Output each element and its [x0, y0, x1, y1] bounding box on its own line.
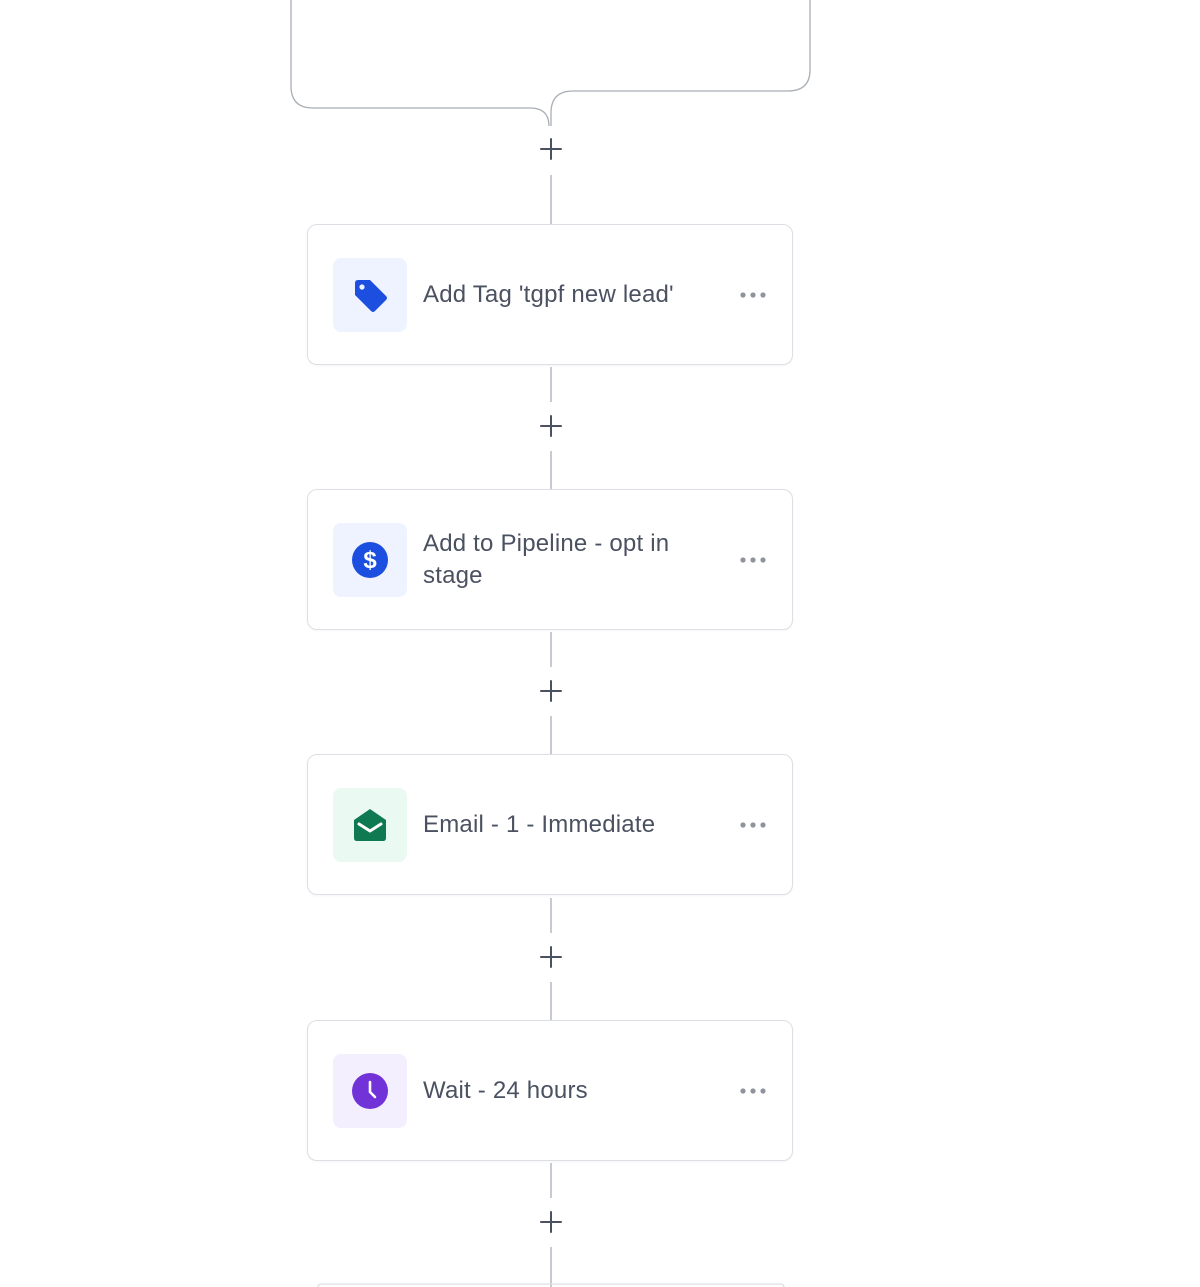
svg-text:$: $ — [363, 547, 377, 574]
step-icon-tile: $ — [333, 523, 407, 597]
step-label: Email - 1 - Immediate — [423, 810, 656, 838]
add-action-button[interactable] — [535, 410, 567, 442]
next-node-edge — [317, 1283, 785, 1287]
more-options-button[interactable] — [737, 813, 769, 837]
workflow-step-add-tag[interactable]: Add Tag 'tgpf new lead' — [307, 224, 793, 365]
dollar-icon: $ — [352, 542, 388, 578]
step-label: Add to Pipeline - opt in stage — [423, 529, 670, 589]
ellipsis-icon — [740, 557, 766, 563]
plus-icon — [540, 1211, 562, 1233]
step-label: Add Tag 'tgpf new lead' — [423, 280, 674, 308]
more-options-button[interactable] — [737, 548, 769, 572]
ellipsis-icon — [740, 1088, 766, 1094]
ellipsis-icon — [740, 822, 766, 828]
plus-icon — [540, 138, 562, 160]
plus-icon — [540, 415, 562, 437]
ellipsis-icon — [740, 292, 766, 298]
branch-merge-connector — [290, 0, 811, 127]
workflow-step-email[interactable]: Email - 1 - Immediate — [307, 754, 793, 895]
step-icon-tile — [333, 788, 407, 862]
add-action-button[interactable] — [535, 133, 567, 165]
workflow-step-add-to-pipeline[interactable]: $ Add to Pipeline - opt in stage — [307, 489, 793, 630]
plus-icon — [540, 946, 562, 968]
add-action-button[interactable] — [535, 941, 567, 973]
step-label: Wait - 24 hours — [423, 1076, 588, 1104]
more-options-button[interactable] — [737, 1079, 769, 1103]
clock-icon — [352, 1073, 388, 1109]
envelope-open-icon — [354, 809, 386, 841]
workflow-step-wait[interactable]: Wait - 24 hours — [307, 1020, 793, 1161]
add-action-button[interactable] — [535, 675, 567, 707]
step-icon-tile — [333, 258, 407, 332]
more-options-button[interactable] — [737, 283, 769, 307]
add-action-button[interactable] — [535, 1206, 567, 1238]
tag-icon — [355, 280, 387, 312]
step-icon-tile — [333, 1054, 407, 1128]
plus-icon — [540, 680, 562, 702]
